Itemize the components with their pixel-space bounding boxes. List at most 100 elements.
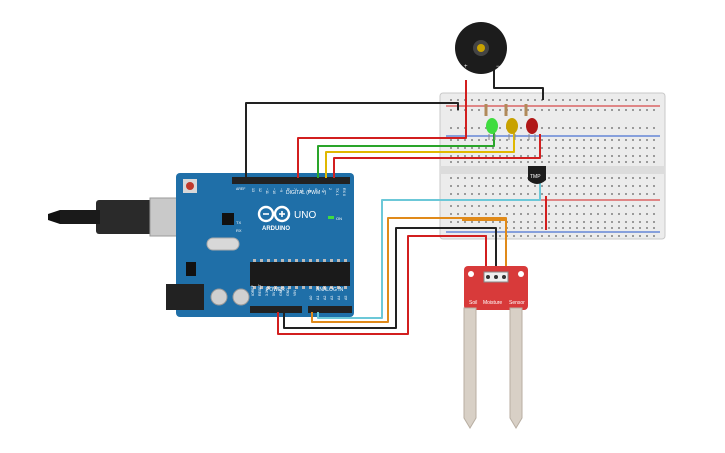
breadboard-hole[interactable] <box>513 205 515 207</box>
breadboard-hole[interactable] <box>590 161 592 163</box>
breadboard-hole[interactable] <box>492 161 494 163</box>
breadboard-hole[interactable] <box>506 139 508 141</box>
breadboard-hole[interactable] <box>471 161 473 163</box>
breadboard-hole[interactable] <box>527 161 529 163</box>
breadboard-hole[interactable] <box>618 177 620 179</box>
breadboard-hole[interactable] <box>632 193 634 195</box>
breadboard-hole[interactable] <box>653 127 655 129</box>
breadboard-hole[interactable] <box>450 109 452 111</box>
breadboard-hole[interactable] <box>611 227 613 229</box>
breadboard-hole[interactable] <box>604 213 606 215</box>
breadboard-hole[interactable] <box>653 99 655 101</box>
breadboard-hole[interactable] <box>534 221 536 223</box>
breadboard-hole[interactable] <box>464 221 466 223</box>
breadboard-hole[interactable] <box>562 147 564 149</box>
breadboard-hole[interactable] <box>464 161 466 163</box>
breadboard-hole[interactable] <box>555 185 557 187</box>
breadboard-hole[interactable] <box>450 99 452 101</box>
breadboard-hole[interactable] <box>506 213 508 215</box>
breadboard-hole[interactable] <box>541 227 543 229</box>
breadboard-hole[interactable] <box>590 185 592 187</box>
breadboard-hole[interactable] <box>611 213 613 215</box>
breadboard-hole[interactable] <box>471 185 473 187</box>
breadboard-hole[interactable] <box>485 177 487 179</box>
breadboard-hole[interactable] <box>506 161 508 163</box>
breadboard-hole[interactable] <box>646 99 648 101</box>
breadboard-hole[interactable] <box>555 235 557 237</box>
breadboard-hole[interactable] <box>639 155 641 157</box>
breadboard-hole[interactable] <box>492 213 494 215</box>
breadboard-hole[interactable] <box>464 213 466 215</box>
breadboard-hole[interactable] <box>492 235 494 237</box>
breadboard-hole[interactable] <box>646 127 648 129</box>
breadboard-hole[interactable] <box>646 227 648 229</box>
breadboard-hole[interactable] <box>492 221 494 223</box>
breadboard-hole[interactable] <box>618 227 620 229</box>
breadboard-hole[interactable] <box>555 213 557 215</box>
breadboard-hole[interactable] <box>562 177 564 179</box>
breadboard-hole[interactable] <box>534 213 536 215</box>
breadboard-hole[interactable] <box>590 221 592 223</box>
breadboard-hole[interactable] <box>604 205 606 207</box>
breadboard-hole[interactable] <box>520 161 522 163</box>
breadboard-hole[interactable] <box>471 221 473 223</box>
breadboard-hole[interactable] <box>478 177 480 179</box>
breadboard-hole[interactable] <box>625 155 627 157</box>
breadboard-hole[interactable] <box>597 127 599 129</box>
breadboard-hole[interactable] <box>548 193 550 195</box>
breadboard-hole[interactable] <box>492 177 494 179</box>
breadboard-hole[interactable] <box>527 227 529 229</box>
breadboard-hole[interactable] <box>471 193 473 195</box>
breadboard-hole[interactable] <box>548 99 550 101</box>
led-green[interactable] <box>486 118 498 140</box>
breadboard-hole[interactable] <box>576 205 578 207</box>
breadboard-hole[interactable] <box>583 109 585 111</box>
breadboard-hole[interactable] <box>625 127 627 129</box>
breadboard-hole[interactable] <box>569 139 571 141</box>
resistors[interactable] <box>484 104 528 116</box>
breadboard-hole[interactable] <box>562 227 564 229</box>
breadboard-hole[interactable] <box>541 221 543 223</box>
breadboard-hole[interactable] <box>499 213 501 215</box>
breadboard-hole[interactable] <box>534 147 536 149</box>
breadboard-hole[interactable] <box>646 177 648 179</box>
breadboard-hole[interactable] <box>513 235 515 237</box>
breadboard-hole[interactable] <box>520 139 522 141</box>
breadboard-hole[interactable] <box>471 109 473 111</box>
breadboard-hole[interactable] <box>457 205 459 207</box>
breadboard-hole[interactable] <box>597 99 599 101</box>
breadboard-hole[interactable] <box>520 205 522 207</box>
led-red[interactable] <box>526 118 538 140</box>
breadboard-hole[interactable] <box>562 99 564 101</box>
breadboard-hole[interactable] <box>597 147 599 149</box>
breadboard-hole[interactable] <box>625 99 627 101</box>
breadboard-hole[interactable] <box>541 193 543 195</box>
breadboard-hole[interactable] <box>611 147 613 149</box>
breadboard-hole[interactable] <box>555 147 557 149</box>
breadboard-hole[interactable] <box>492 99 494 101</box>
breadboard-hole[interactable] <box>625 213 627 215</box>
breadboard-hole[interactable] <box>450 213 452 215</box>
breadboard-hole[interactable] <box>604 139 606 141</box>
breadboard-hole[interactable] <box>639 205 641 207</box>
breadboard-hole[interactable] <box>555 127 557 129</box>
breadboard-hole[interactable] <box>632 227 634 229</box>
breadboard-hole[interactable] <box>590 147 592 149</box>
breadboard-hole[interactable] <box>464 139 466 141</box>
breadboard-hole[interactable] <box>618 205 620 207</box>
breadboard-hole[interactable] <box>478 193 480 195</box>
breadboard-hole[interactable] <box>506 193 508 195</box>
breadboard-hole[interactable] <box>548 139 550 141</box>
breadboard-hole[interactable] <box>527 221 529 223</box>
breadboard-hole[interactable] <box>632 161 634 163</box>
breadboard-hole[interactable] <box>520 109 522 111</box>
breadboard-hole[interactable] <box>604 221 606 223</box>
breadboard-hole[interactable] <box>611 221 613 223</box>
breadboard-hole[interactable] <box>534 161 536 163</box>
breadboard-hole[interactable] <box>639 109 641 111</box>
led-yellow[interactable] <box>506 118 518 140</box>
breadboard-hole[interactable] <box>555 139 557 141</box>
breadboard-hole[interactable] <box>499 147 501 149</box>
breadboard-hole[interactable] <box>639 99 641 101</box>
breadboard-hole[interactable] <box>513 213 515 215</box>
